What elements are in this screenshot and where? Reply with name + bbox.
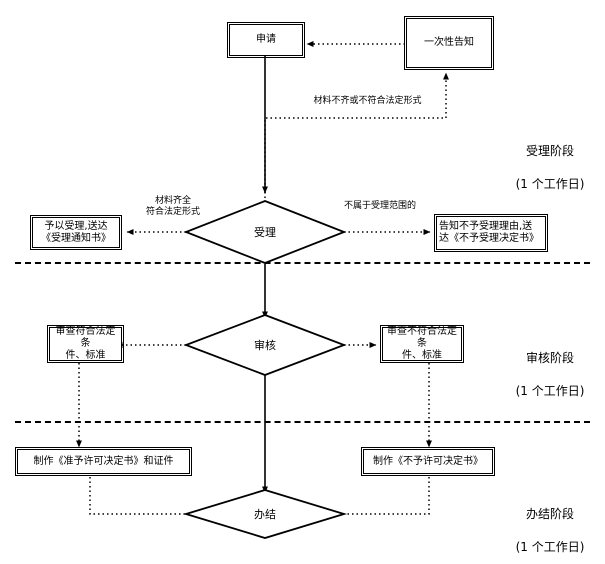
stage-label-complete: 办结阶段 (1 个工作日) xyxy=(500,490,600,564)
stage-label-accept-name: 受理阶段 xyxy=(525,144,574,159)
node-accept-yes[interactable]: 予以受理,送达 《受理通知书》 xyxy=(30,215,122,250)
stage-label-review-duration: (1 个工作日) xyxy=(515,383,585,398)
node-issue-permit[interactable]: 制作《准予许可决定书》和证件 xyxy=(15,447,192,476)
stage-separator-1 xyxy=(15,262,590,264)
stage-separator-2 xyxy=(15,421,590,423)
stage-label-accept: 受理阶段 (1 个工作日) xyxy=(500,127,600,208)
edge-label-materials-incomplete: 材料不齐或不符合法定形式 xyxy=(313,96,422,106)
edge-label-materials-complete: 材料齐全 符合法定形式 xyxy=(145,196,200,218)
node-one-time-notice[interactable]: 一次性告知 xyxy=(404,16,494,70)
stage-label-review-name: 审核阶段 xyxy=(525,351,574,366)
edge-label-out-of-scope: 不属于受理范围的 xyxy=(343,201,416,211)
diamond-shape xyxy=(183,314,347,376)
node-review-pass[interactable]: 审查符合法定条 件、标准 xyxy=(47,325,124,363)
stage-label-accept-duration: (1 个工作日) xyxy=(515,176,585,191)
diamond-shape xyxy=(182,489,348,539)
node-review-decision[interactable]: 审核 xyxy=(183,314,347,376)
node-review-fail[interactable]: 审查不符合法定条 件、标准 xyxy=(380,325,464,363)
stage-label-complete-duration: (1 个工作日) xyxy=(515,539,585,554)
diamond-shape xyxy=(183,200,347,264)
stage-label-review: 审核阶段 (1 个工作日) xyxy=(500,334,600,415)
stage-label-complete-name: 办结阶段 xyxy=(525,507,574,522)
node-accept-no[interactable]: 告知不予受理理由,送 达《不予受理决定书》 xyxy=(434,214,548,252)
node-deny-permit[interactable]: 制作《不予许可决定书》 xyxy=(361,447,495,476)
node-application[interactable]: 申请 xyxy=(227,22,305,58)
node-complete[interactable]: 办结 xyxy=(182,489,348,539)
